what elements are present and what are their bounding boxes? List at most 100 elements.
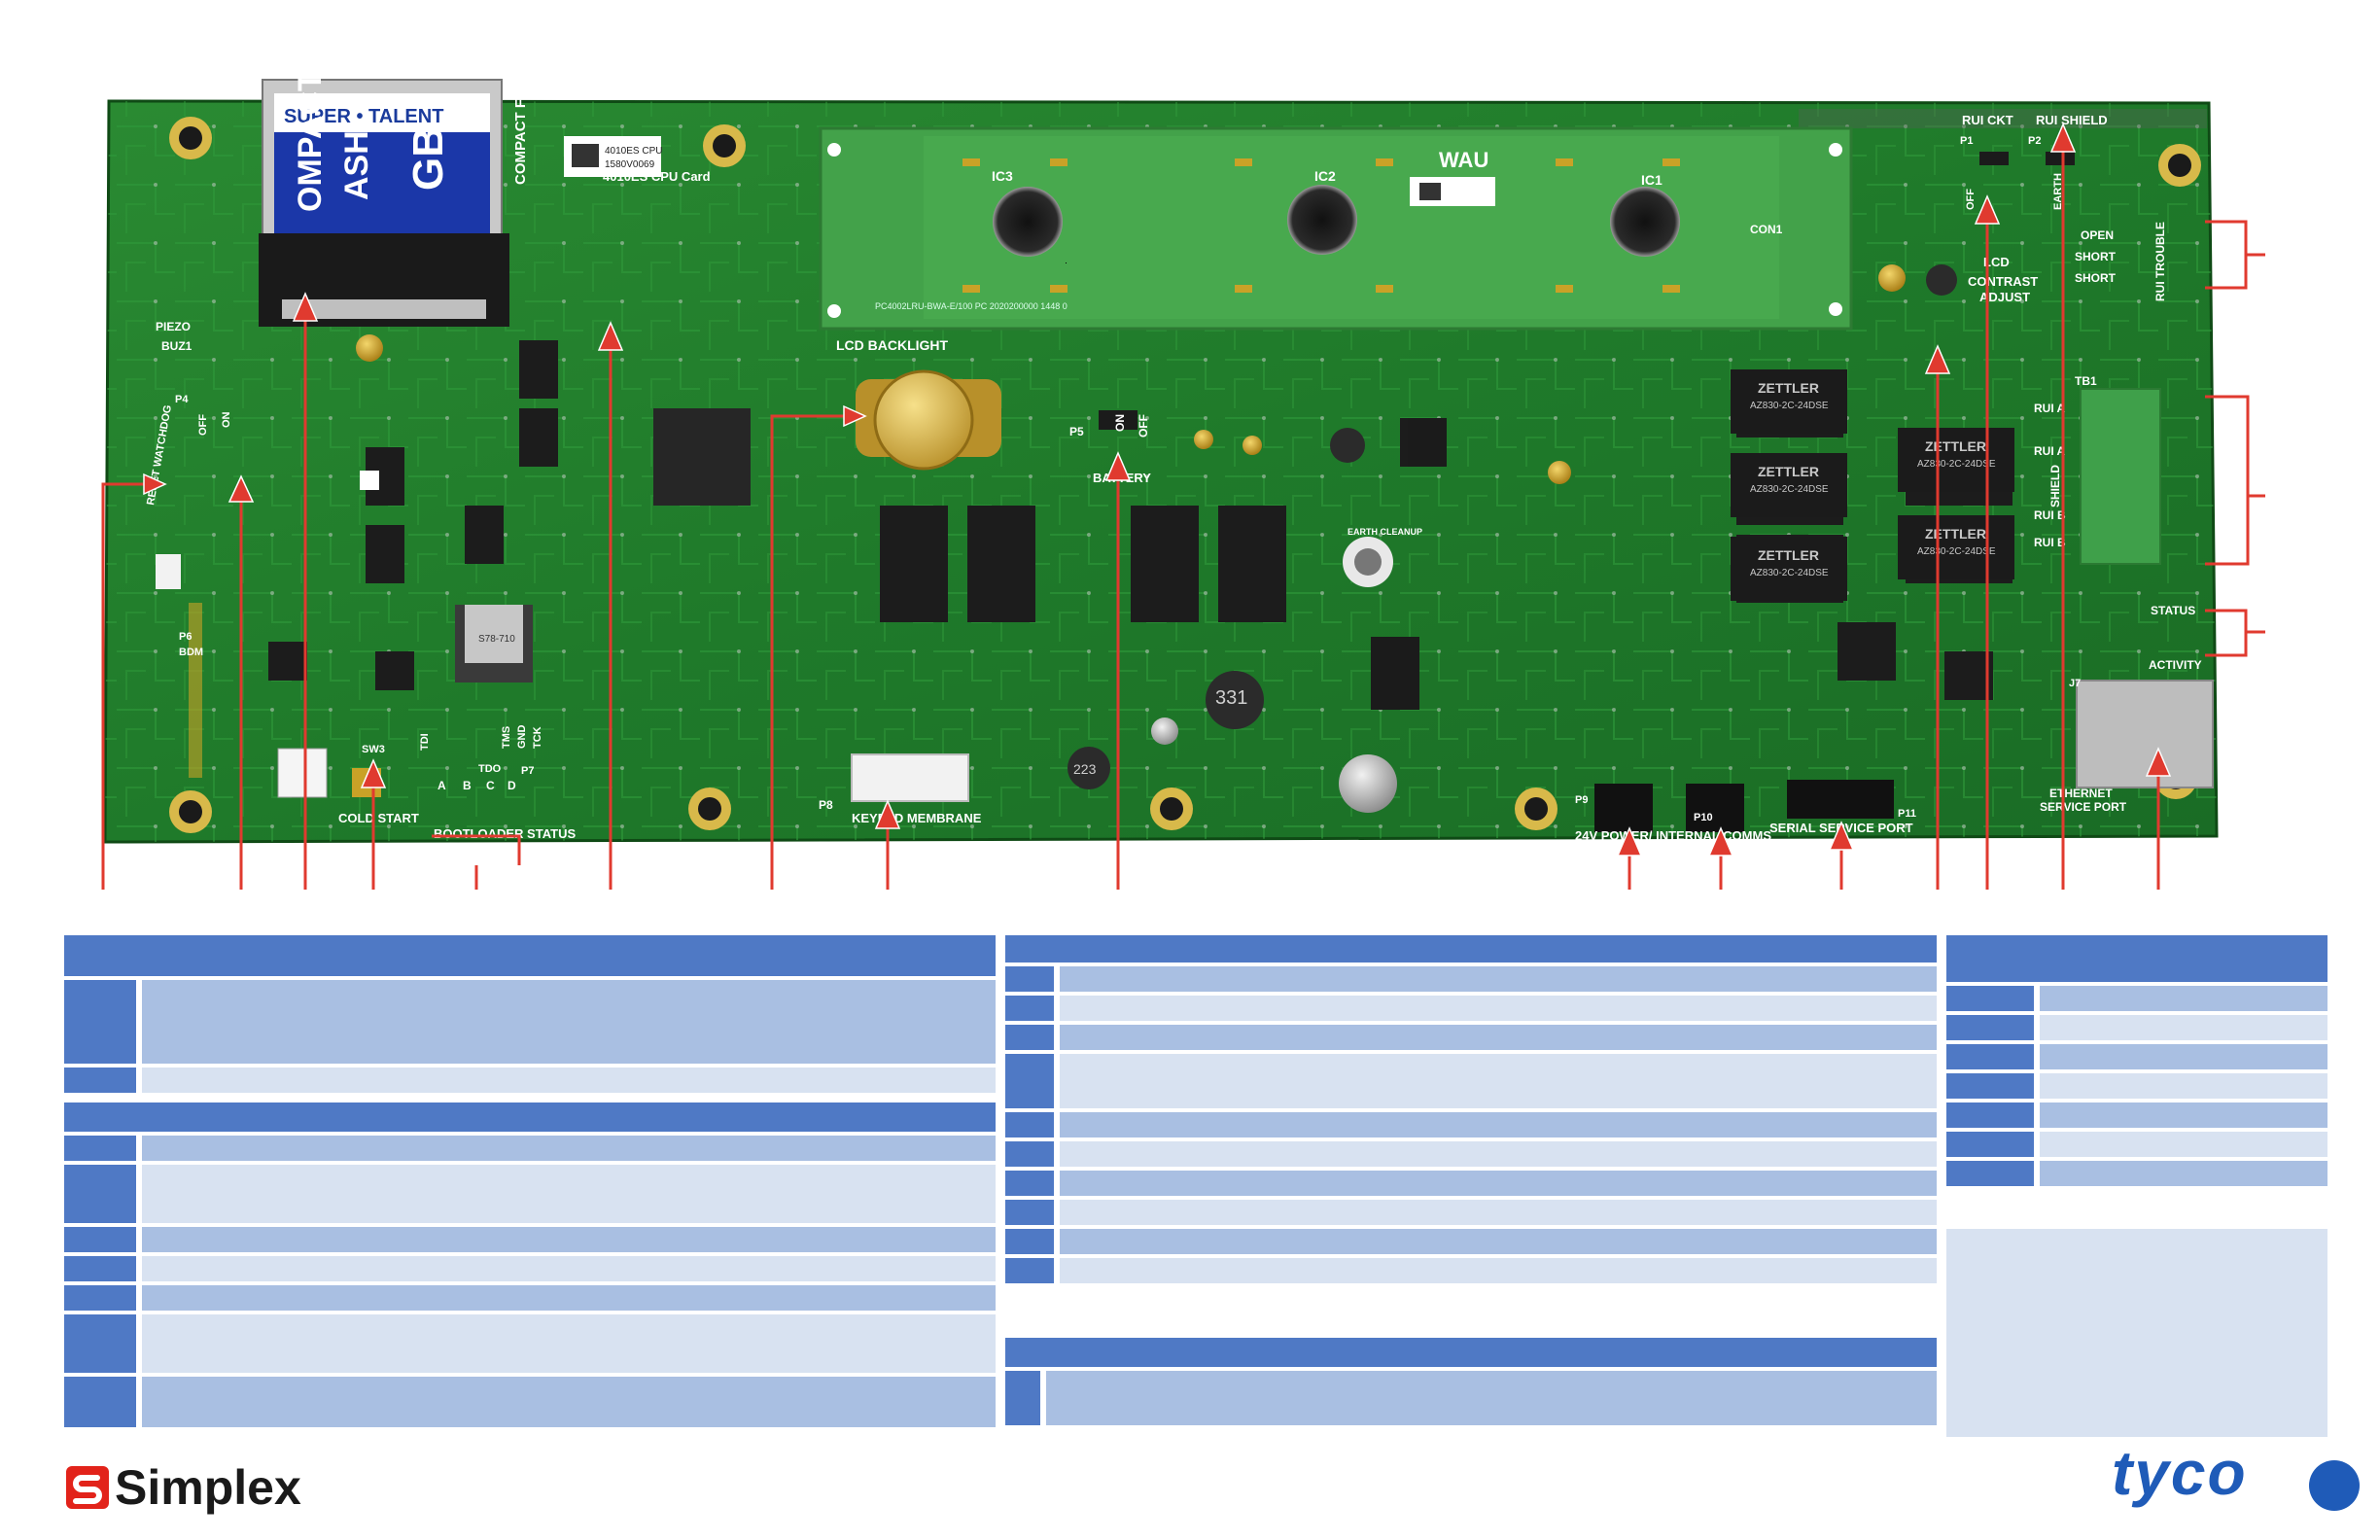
svg-text:OFF: OFF: [1137, 414, 1150, 438]
table-row: [1946, 986, 2328, 1015]
row-description: [2040, 1044, 2328, 1073]
svg-text:P7: P7: [521, 765, 534, 777]
svg-text:ASH: ASH: [338, 130, 375, 200]
table-row: [64, 1227, 996, 1256]
callout-arrowheads: [143, 122, 2172, 857]
svg-text:1580V0069: 1580V0069: [605, 159, 655, 170]
svg-text:GB: GB: [404, 126, 452, 191]
row-key: [1946, 1073, 2040, 1102]
table-row: [1946, 1073, 2328, 1102]
coin-cell-battery: LCD BACKLIGHT: [836, 337, 1001, 471]
table-row: [1005, 1141, 1937, 1171]
svg-text:PC4002LRU-BWA-E/100 PC 2020200: PC4002LRU-BWA-E/100 PC 2020200000 1448 0: [875, 301, 1068, 311]
svg-text:RUI B: RUI B: [2034, 536, 2066, 549]
row-description: [142, 1314, 996, 1377]
svg-text:AZ830-2C-24DSE: AZ830-2C-24DSE: [1750, 484, 1829, 495]
svg-text:P2: P2: [2028, 135, 2041, 147]
row-description: [2040, 1073, 2328, 1102]
row-description: [1060, 1141, 1937, 1171]
svg-text:BOOTLOADER STATUS: BOOTLOADER STATUS: [434, 826, 576, 841]
svg-text:24V POWER/ INTERNAL COMMS: 24V POWER/ INTERNAL COMMS: [1575, 828, 1771, 843]
svg-text:ETHERNET: ETHERNET: [2049, 787, 2113, 800]
svg-text:IC3: IC3: [992, 168, 1013, 184]
row-description: [142, 980, 996, 1068]
legend-table-middle-top: [1005, 935, 1937, 1287]
row-description: [142, 1227, 996, 1256]
table-row: [1946, 1161, 2328, 1190]
row-description: [2040, 1102, 2328, 1132]
svg-text:TB1: TB1: [2075, 374, 2097, 388]
row-description: [1060, 1258, 1937, 1287]
svg-text:SHORT: SHORT: [2075, 250, 2117, 263]
svg-text:ZETTLER: ZETTLER: [1758, 380, 1819, 396]
table-row: [64, 1068, 996, 1097]
row-key: [64, 1314, 142, 1377]
svg-text:TDI: TDI: [419, 733, 431, 751]
svg-text:CONTRAST: CONTRAST: [1968, 274, 2038, 289]
row-description: [2040, 1161, 2328, 1190]
row-key: [1005, 1258, 1060, 1287]
row-key: [64, 980, 142, 1068]
svg-text:SHIELD: SHIELD: [2048, 465, 2062, 508]
table-row: [64, 1377, 996, 1431]
row-key: [1005, 1200, 1060, 1229]
svg-text:ON: ON: [221, 411, 232, 428]
svg-text:TCK: TCK: [532, 726, 543, 749]
connectors: [156, 152, 2214, 832]
row-description: [142, 1256, 996, 1285]
svg-text:TMS: TMS: [501, 726, 512, 749]
table-row: [1005, 1054, 1937, 1112]
svg-text:BDM: BDM: [179, 647, 203, 658]
svg-text:IC2: IC2: [1314, 168, 1336, 184]
table-header: [1005, 935, 1937, 966]
svg-text:SHORT: SHORT: [2075, 271, 2117, 285]
table-row: [1946, 1044, 2328, 1073]
svg-text:EARTH CLEANUP: EARTH CLEANUP: [1348, 527, 1422, 537]
row-description: [1046, 1371, 1937, 1429]
row-description: [1060, 1200, 1937, 1229]
svg-text:P10: P10: [1694, 812, 1713, 823]
svg-text:COMPACT FLASH: COMPACT FLASH: [512, 59, 529, 185]
row-key: [64, 1165, 142, 1227]
svg-text:D: D: [508, 779, 516, 792]
row-description: [1060, 1229, 1937, 1258]
svg-text:OFF: OFF: [197, 414, 209, 436]
svg-text:GND: GND: [516, 725, 528, 750]
svg-text:SUPER • TALENT: SUPER • TALENT: [284, 106, 443, 127]
table-header: [64, 935, 996, 980]
row-key: [1946, 1132, 2040, 1161]
table-row: [64, 1314, 996, 1377]
row-description: [142, 1377, 996, 1431]
row-key: [64, 1227, 142, 1256]
circuit-board-photo: SUPER • TALENT OMPACT ASH GB COMPACT FLA…: [101, 59, 2265, 890]
row-key: [1946, 1015, 2040, 1044]
svg-text:RUI CKT: RUI CKT: [1962, 113, 2013, 127]
row-key: [1946, 1161, 2040, 1190]
svg-text:C: C: [486, 779, 495, 792]
table-row: [1946, 1132, 2328, 1161]
row-description: [1060, 1112, 1937, 1141]
row-description: [1060, 996, 1937, 1025]
table-header: [1005, 1338, 1937, 1371]
table-row: [1946, 1102, 2328, 1132]
svg-text:STATUS: STATUS: [2151, 604, 2195, 617]
row-key: [64, 1377, 142, 1431]
table-row: [1005, 1171, 1937, 1200]
svg-text:P1: P1: [1960, 135, 1973, 147]
svg-text:IC1: IC1: [1641, 172, 1662, 188]
table-row: [1005, 1025, 1937, 1054]
table-header: [1946, 935, 2328, 986]
row-description: [2040, 1015, 2328, 1044]
row-description: [1060, 1054, 1937, 1112]
notes-box: [1946, 1229, 2328, 1437]
svg-text:KEYPAD MEMBRANE: KEYPAD MEMBRANE: [852, 811, 982, 825]
svg-text:RUI TROUBLE: RUI TROUBLE: [2153, 222, 2167, 301]
svg-text:EARTH: EARTH: [2052, 173, 2064, 210]
legend-table-right: [1946, 935, 2328, 1190]
svg-text:BUZ1: BUZ1: [161, 339, 192, 353]
row-description: [142, 1136, 996, 1165]
svg-text:B: B: [463, 779, 472, 792]
svg-text:AZ830-2C-24DSE: AZ830-2C-24DSE: [1750, 568, 1829, 578]
svg-text:RUI A: RUI A: [2034, 402, 2066, 415]
svg-text:331: 331: [1215, 687, 1247, 709]
